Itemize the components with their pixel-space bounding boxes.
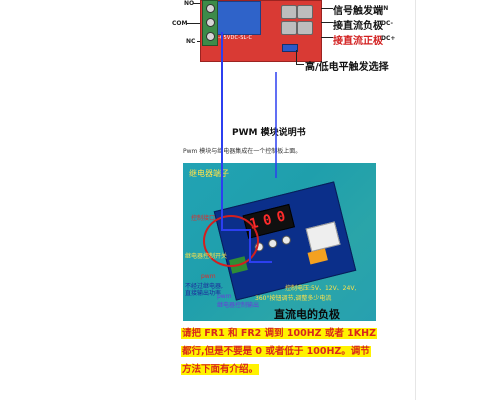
label-no: NO xyxy=(184,0,195,7)
photo-label-control-voltage: 控制电压:5V、12V、24V, xyxy=(285,285,357,292)
photo-label-no-relay-2: 直接输出功率 xyxy=(185,290,222,297)
label-com: COM xyxy=(172,20,188,27)
pwm-module-photo: 1 0 0 继电器端子 控制接口 继电器控制开关 pwm 不经过继电器, 直接输… xyxy=(183,163,376,321)
photo-label-knob-adjust: 360°按钮调节,调整多少电流 xyxy=(255,295,332,302)
pcb-button-3 xyxy=(280,234,292,246)
dc-negative-caption: 直流电的负极 xyxy=(274,308,340,321)
photo-label-relay-terminal: 继电器端子 xyxy=(189,169,229,178)
annotation-dc-positive: 接直流正极 xyxy=(333,36,383,47)
photo-label-pwm-red: pwm xyxy=(201,273,216,280)
annotation-signal-trigger: 信号触发端 xyxy=(333,6,383,17)
tag-dc-plus: DC+ xyxy=(381,35,396,42)
pcb-button-2 xyxy=(267,238,279,249)
page-divider xyxy=(415,0,416,400)
screw-terminal xyxy=(202,0,218,46)
relay-module: SRD-05VDC-SL-C xyxy=(200,0,322,62)
photo-label-relay-switch: 继电器控制开关 xyxy=(185,253,228,260)
jumper-selector xyxy=(282,44,298,52)
display-digit-2: 0 xyxy=(261,211,274,230)
label-nc: NC xyxy=(186,38,196,45)
photo-label-control-port: 控制接口 xyxy=(191,215,216,222)
photo-label-no-relay-1: 不经过继电器, xyxy=(185,283,223,290)
tag-in: IN xyxy=(381,5,389,12)
tag-dc-minus: DC- xyxy=(381,20,394,27)
doc-title: PWM 模块说明书 xyxy=(232,128,306,138)
note-line-1: 请把 FR1 和 FR2 调到 100HZ 或者 1KHZ xyxy=(181,328,377,339)
note-line-2: 都行,但是不要是 0 或者低于 100HZ。调节 xyxy=(181,346,371,357)
doc-intro: Pwm 模块与继电器集成在一个控制板上面。 xyxy=(183,148,302,155)
display-digit-3: 0 xyxy=(275,208,288,227)
photo-label-pwm-purple: pwm xyxy=(217,293,232,300)
pcb-capacitor xyxy=(307,248,328,265)
pcb-relay xyxy=(305,221,341,252)
note-line-3: 方法下面有介绍。 xyxy=(181,364,260,375)
photo-label-relay-output: 继电器控制输出 xyxy=(217,302,260,309)
annotation-level-select: 高/低电平触发选择 xyxy=(305,62,389,73)
annotation-dc-negative: 接直流负极 xyxy=(333,21,383,32)
